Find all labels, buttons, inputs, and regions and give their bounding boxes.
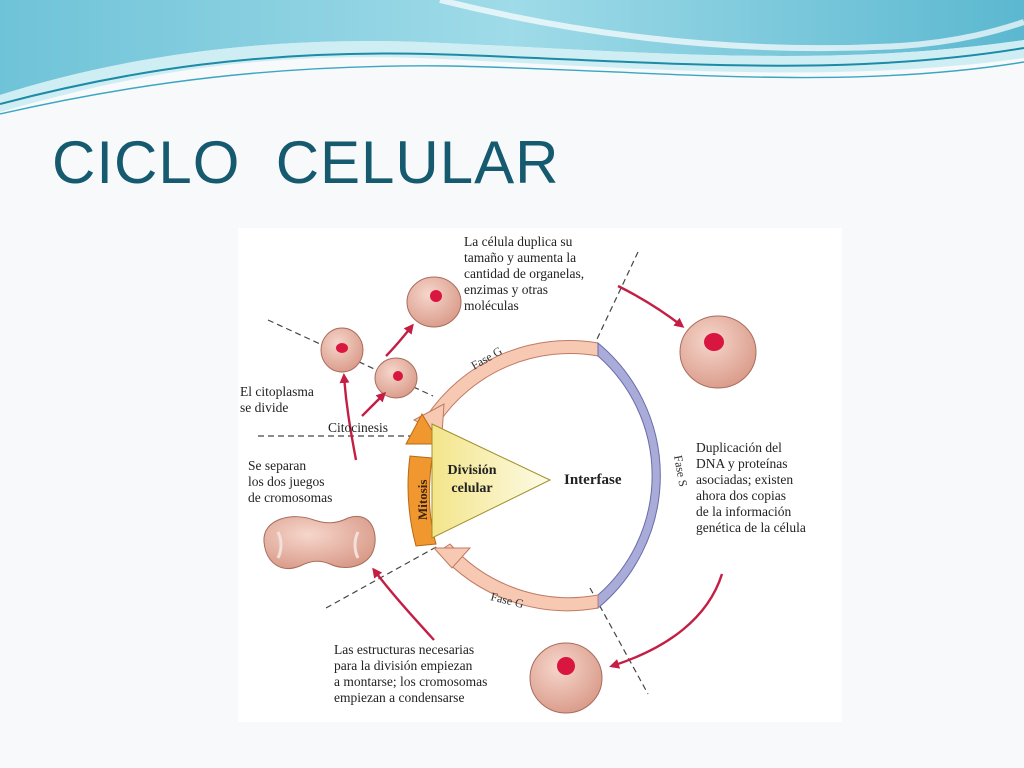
mitosis-label: Mitosis	[415, 480, 430, 520]
arrow-to-g1-cell	[617, 284, 685, 328]
cell-g1-right	[679, 315, 757, 389]
cell-daughter-right	[374, 357, 418, 399]
note-cytoplasm: El citoplasma se divide	[240, 384, 314, 415]
arrow-to-right-daughter	[361, 391, 387, 417]
cell-daughter-left	[320, 327, 364, 373]
cell-dividing	[263, 515, 376, 569]
note-g2-prep: Las estructuras necesarias para la divis…	[334, 642, 488, 705]
wave-line-1	[0, 47, 1024, 105]
header-waves	[0, 0, 1024, 115]
note-chromosomes: Se separan los dos juegos de cromosomas	[248, 458, 333, 505]
phase-g1-band	[425, 340, 599, 425]
division-label-line2: celular	[451, 481, 492, 496]
cell-cycle-diagram: División celular Interfase Mitosis Citoc…	[238, 228, 842, 722]
cytokinesis-label: Citocinesis	[328, 420, 388, 435]
interphase-label: Interfase	[564, 472, 622, 488]
mitosis-band	[407, 455, 437, 547]
arrow-to-g2-cell	[609, 573, 724, 669]
division-wedge	[431, 423, 552, 539]
arrow-g2-to-mitosis	[372, 567, 435, 641]
note-s-phase: Duplicación del DNA y proteínas asociada…	[696, 440, 806, 535]
dashed-line-top-right	[589, 251, 639, 355]
slide-title: CICLO CELULAR	[52, 129, 560, 196]
division-label-line1: División	[447, 463, 496, 478]
wave-highlight	[439, 0, 1024, 52]
arrow-dividing-to-daughters	[339, 373, 358, 461]
wave-line-2	[0, 61, 1024, 115]
phase-s-label: Fase S	[671, 454, 690, 488]
cell-g2-bottom	[529, 642, 603, 714]
wave-band-top	[0, 0, 1024, 95]
note-g1-growth: La célula duplica su tamaño y aumenta la…	[464, 234, 585, 313]
arrow-to-top-cell	[385, 323, 414, 357]
g2-arrowhead	[432, 547, 472, 569]
cell-top-large	[406, 276, 462, 328]
